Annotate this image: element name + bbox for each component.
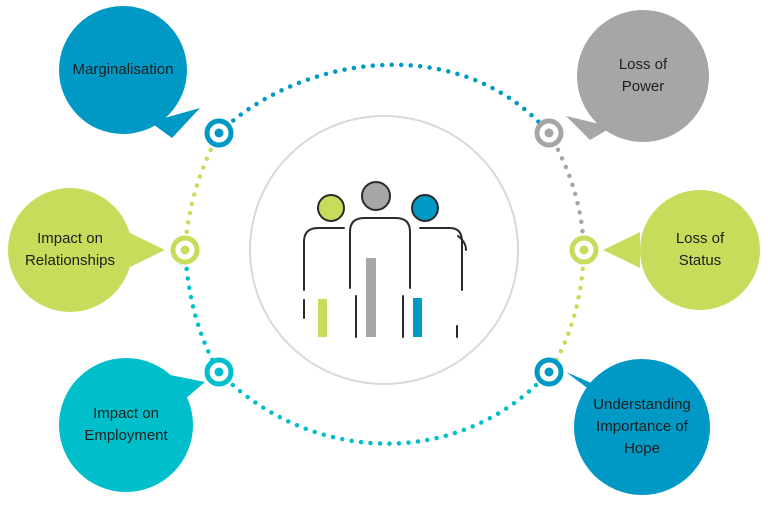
node-dot-impact-on-employment [214, 367, 224, 377]
node-understanding-importance-of-hope [534, 357, 564, 387]
person-right-head [411, 194, 439, 222]
people-group-icon [303, 181, 467, 338]
node-dot-marginalisation [214, 128, 224, 138]
bubbles-layer [8, 6, 760, 495]
bubble-loss-of-power [566, 10, 709, 142]
node-loss-of-status [569, 235, 599, 265]
bubble-loss-of-status [603, 190, 760, 310]
node-marginalisation [204, 118, 234, 148]
person-center-body [349, 217, 411, 289]
bubble-tail-loss-of-power [566, 116, 612, 140]
person-right-body [419, 227, 463, 291]
orbit-arc-top [216, 62, 552, 136]
bubble-understanding-importance-of-hope [566, 359, 710, 495]
person-left-head [317, 194, 345, 222]
node-dot-impact-on-relationships [180, 245, 190, 255]
bubble-circle-marginalisation [59, 6, 187, 134]
person-right-bar [413, 298, 422, 337]
orbit-arc-left-lower [182, 247, 222, 375]
node-loss-of-power [534, 118, 564, 148]
orbit-arc-right-upper [546, 130, 587, 253]
node-impact-on-employment [204, 357, 234, 387]
bubble-tail-marginalisation [150, 108, 200, 138]
bubble-marginalisation [59, 6, 200, 138]
orbit-arc-right-lower [546, 247, 587, 375]
bubble-impact-on-employment [59, 358, 205, 492]
node-dot-loss-of-status [579, 245, 589, 255]
node-impact-on-relationships [170, 235, 200, 265]
person-center-head [361, 181, 391, 211]
bubble-tail-impact-on-relationships [128, 232, 165, 268]
person-right-detail [457, 235, 467, 251]
person-center-legs [355, 295, 404, 338]
nodes-layer [170, 118, 599, 387]
bubble-circle-impact-on-relationships [8, 188, 132, 312]
bubble-circle-impact-on-employment [59, 358, 193, 492]
person-center-bar [366, 258, 376, 337]
bubble-impact-on-relationships [8, 188, 165, 312]
node-dot-loss-of-power [544, 128, 554, 138]
bubble-circle-loss-of-power [577, 10, 709, 142]
bubble-circle-loss-of-status [640, 190, 760, 310]
node-dot-understanding-importance-of-hope [544, 367, 554, 377]
person-left-bar [318, 299, 327, 337]
orbit-arc-left-upper [182, 130, 222, 253]
bubble-circle-understanding-importance-of-hope [574, 359, 710, 495]
person-left-body [303, 227, 345, 291]
bubble-tail-loss-of-status [603, 232, 640, 268]
